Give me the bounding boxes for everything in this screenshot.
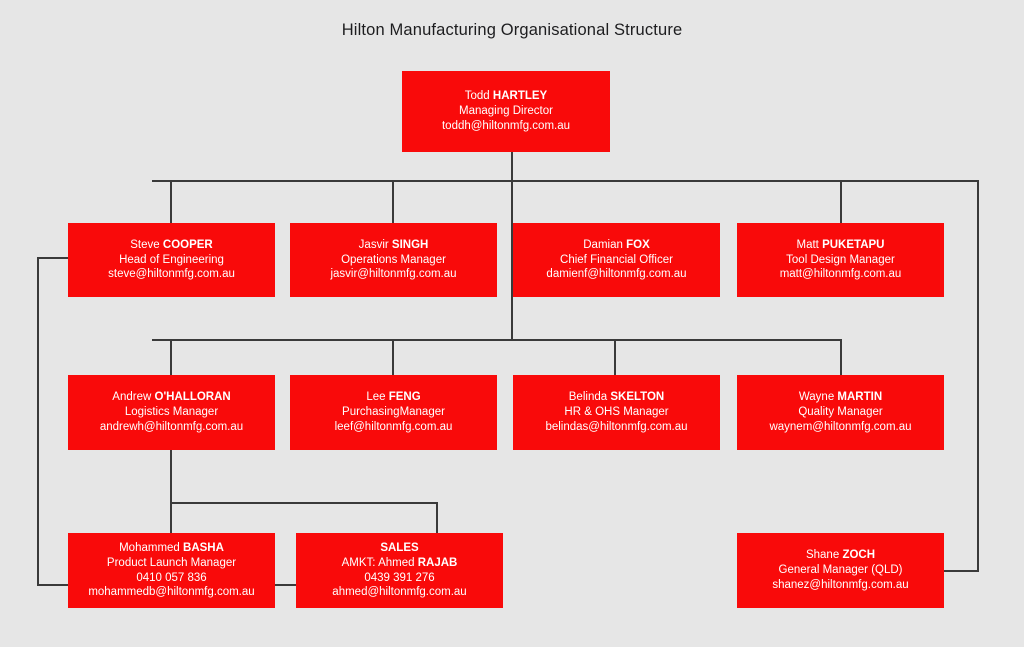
connector-bus-sales (170, 502, 438, 504)
node-email: shanez@hiltonmfg.com.au (772, 578, 909, 591)
node-name: Andrew O'HALLORAN (112, 391, 231, 404)
node-name: Jasvir SINGH (358, 238, 429, 251)
node-phone: 0410 057 836 (136, 571, 207, 584)
node-name: Mohammed BASHA (119, 542, 224, 555)
connector-root-stem (511, 152, 513, 181)
node-email: toddh@hiltonmfg.com.au (441, 119, 571, 132)
connector-drop-cooper (170, 181, 172, 223)
connector-left-rail (37, 257, 39, 585)
node-name: Matt PUKETAPU (796, 238, 885, 251)
connector-drop-martin (840, 340, 842, 375)
node-role: Quality Manager (798, 406, 883, 419)
node-name: Belinda SKELTON (568, 391, 665, 404)
connector-cooper-left-stub (37, 257, 69, 259)
node-role: Tool Design Manager (786, 253, 895, 266)
node-email: waynem@hiltonmfg.com.au (769, 420, 912, 433)
node-email: leef@hiltonmfg.com.au (334, 420, 453, 433)
node-lee-feng[interactable]: Lee FENG PurchasingManager leef@hiltonmf… (290, 375, 497, 450)
node-sales[interactable]: SALES AMKT: Ahmed RAJAB 0439 391 276 ahm… (296, 533, 503, 608)
node-name: Todd HARTLEY (464, 90, 548, 103)
node-email: matt@hiltonmfg.com.au (779, 268, 902, 281)
node-role: PurchasingManager (342, 406, 445, 419)
node-role: Operations Manager (341, 253, 446, 266)
node-name: Damian FOX (583, 238, 650, 251)
connector-basha-to-sales (275, 584, 296, 586)
connector-drop-singh (392, 181, 394, 223)
node-matt-puketapu[interactable]: Matt PUKETAPU Tool Design Manager matt@h… (737, 223, 944, 297)
node-role: Logistics Manager (124, 406, 219, 419)
node-email: steve@hiltonmfg.com.au (108, 268, 235, 281)
node-email: damienf@hiltonmfg.com.au (546, 268, 687, 281)
connector-drop-skelton (614, 340, 616, 375)
connector-drop-ohalloran (170, 340, 172, 375)
node-name: Steve COOPER (130, 238, 213, 251)
connector-drop-puketapu (840, 181, 842, 223)
node-role: Head of Engineering (119, 253, 224, 266)
connector-spine-center (511, 181, 513, 341)
connector-bus-row2 (152, 180, 979, 182)
node-email: andrewh@hiltonmfg.com.au (99, 420, 244, 433)
node-andrew-ohalloran[interactable]: Andrew O'HALLORAN Logistics Manager andr… (68, 375, 275, 450)
node-name: Lee FENG (366, 391, 421, 404)
node-heading: SALES (380, 542, 419, 555)
node-role: Chief Financial Officer (560, 253, 673, 266)
connector-bus-row3 (152, 339, 842, 341)
node-wayne-martin[interactable]: Wayne MARTIN Quality Manager waynem@hilt… (737, 375, 944, 450)
node-role: Managing Director (459, 105, 553, 118)
node-role: Product Launch Manager (106, 556, 237, 569)
node-email: belindas@hiltonmfg.com.au (545, 420, 688, 433)
node-name: Wayne MARTIN (798, 391, 883, 404)
node-damian-fox[interactable]: Damian FOX Chief Financial Officer damie… (513, 223, 720, 297)
node-role: HR & OHS Manager (564, 406, 669, 419)
node-email: mohammedb@hiltonmfg.com.au (88, 586, 255, 599)
connector-left-rail-to-basha (37, 584, 69, 586)
node-mohammed-basha[interactable]: Mohammed BASHA Product Launch Manager 04… (68, 533, 275, 608)
node-jasvir-singh[interactable]: Jasvir SINGH Operations Manager jasvir@h… (290, 223, 497, 297)
node-email: ahmed@hiltonmfg.com.au (332, 586, 467, 599)
node-shane-zoch[interactable]: Shane ZOCH General Manager (QLD) shanez@… (737, 533, 944, 608)
connector-right-rail (977, 181, 979, 571)
node-name: Shane ZOCH (805, 549, 876, 562)
connector-ohalloran-to-basha (170, 450, 172, 533)
node-todd-hartley[interactable]: Todd HARTLEY Managing Director toddh@hil… (402, 71, 610, 152)
node-steve-cooper[interactable]: Steve COOPER Head of Engineering steve@h… (68, 223, 275, 297)
node-belinda-skelton[interactable]: Belinda SKELTON HR & OHS Manager belinda… (513, 375, 720, 450)
connector-drop-feng (392, 340, 394, 375)
node-contact: AMKT: Ahmed RAJAB (341, 556, 458, 569)
connector-right-rail-to-zoch (943, 570, 979, 572)
node-role: General Manager (QLD) (778, 564, 903, 577)
connector-drop-sales (436, 503, 438, 533)
page-title: Hilton Manufacturing Organisational Stru… (341, 21, 683, 39)
node-email: jasvir@hiltonmfg.com.au (330, 268, 457, 281)
node-phone: 0439 391 276 (364, 571, 435, 584)
